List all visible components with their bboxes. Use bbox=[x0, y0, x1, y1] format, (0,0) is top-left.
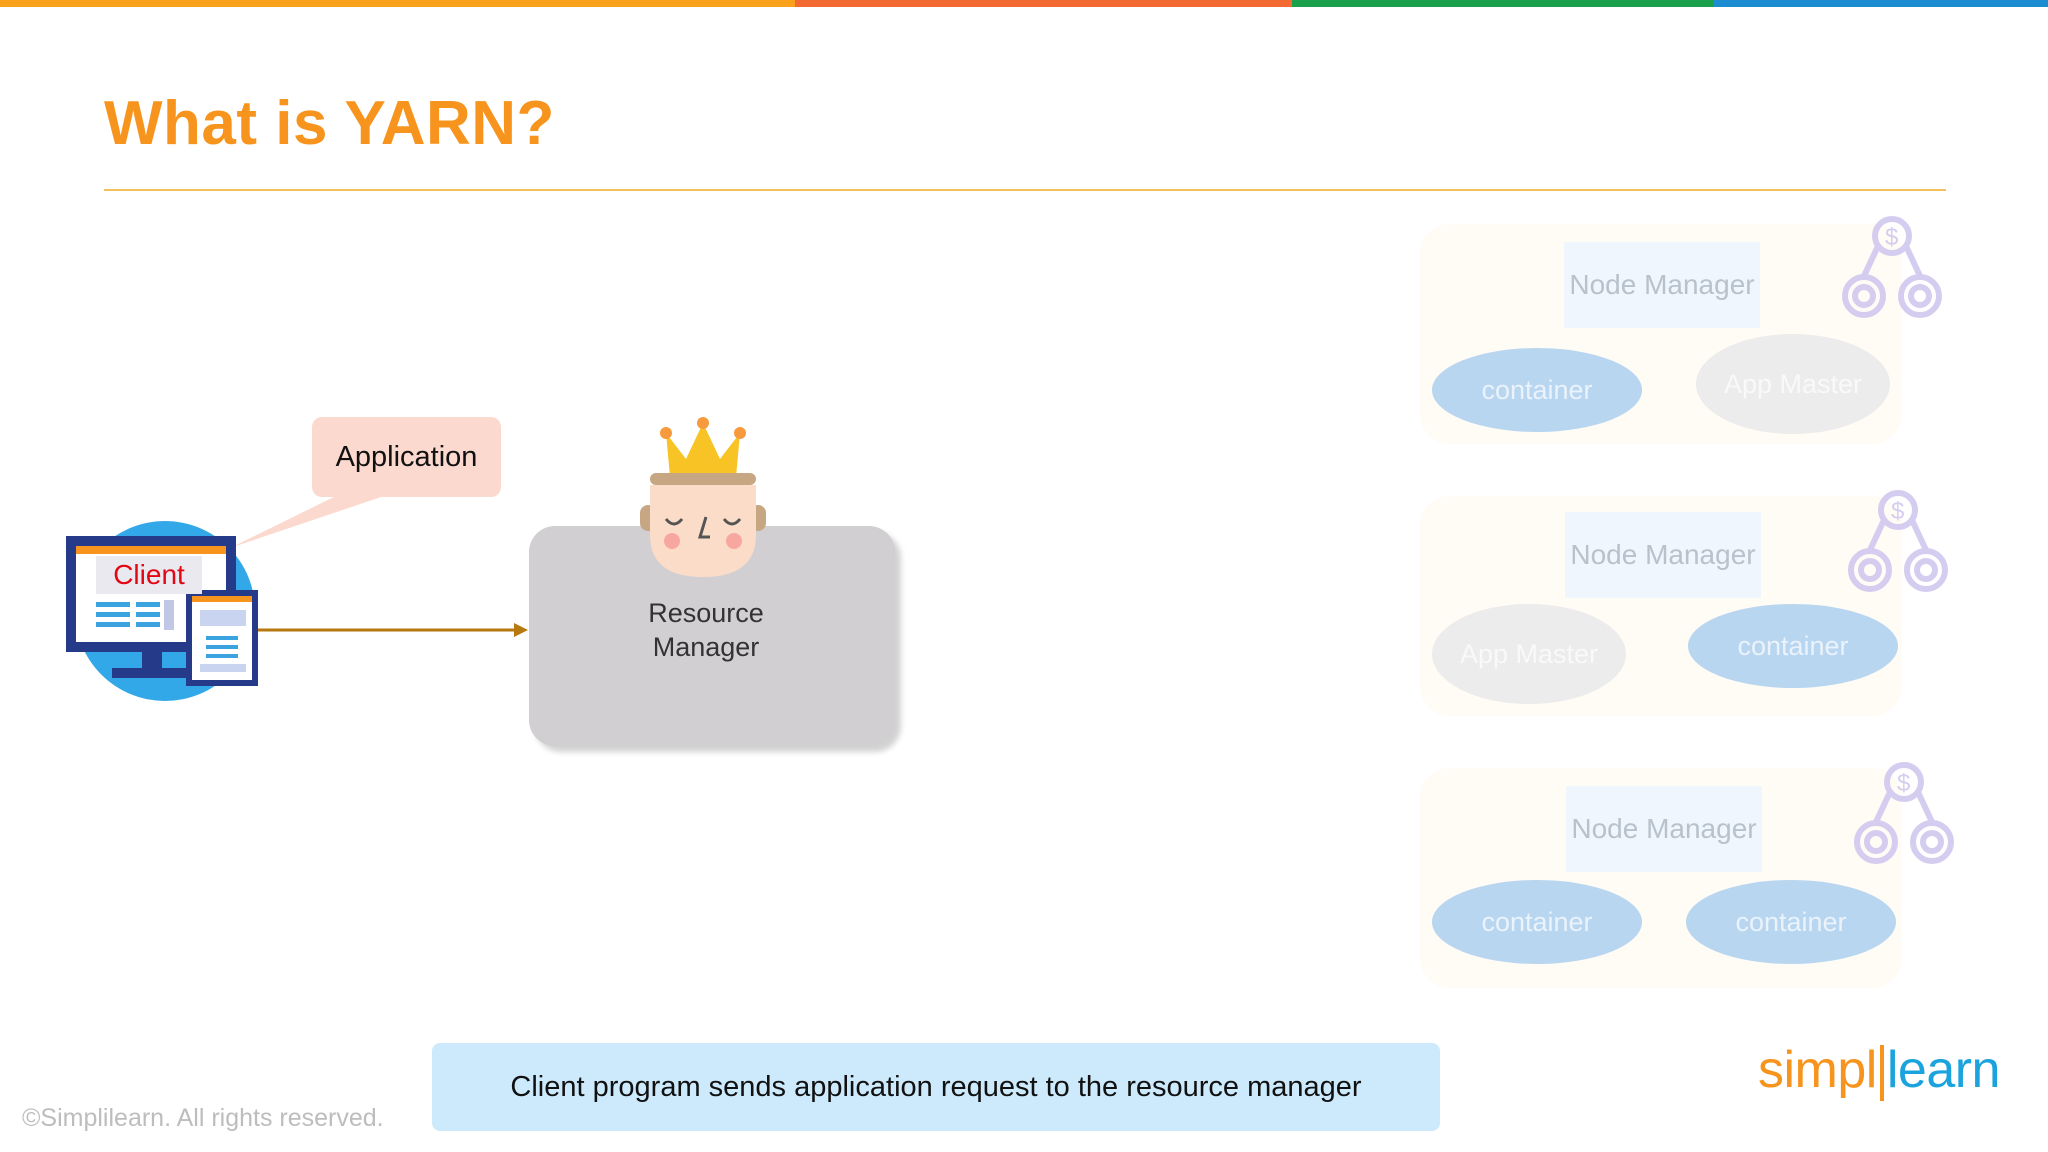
request-arrow bbox=[258, 623, 528, 637]
top-bar-segment-orange bbox=[0, 0, 795, 7]
resource-manager-king-icon bbox=[640, 417, 766, 577]
app-master-2: App Master bbox=[1432, 604, 1626, 704]
caption-text: Client program sends application request… bbox=[510, 1071, 1362, 1103]
handcuffs-dollar-icon-1: $ bbox=[1842, 216, 1942, 318]
app-master-1: App Master bbox=[1696, 334, 1890, 434]
resource-manager-label: Resource Manager bbox=[648, 598, 764, 662]
node-manager-3: Node Manager bbox=[1566, 786, 1762, 872]
svg-text:$: $ bbox=[1897, 770, 1910, 797]
svg-text:$: $ bbox=[1891, 498, 1904, 525]
bubble-tail bbox=[230, 494, 390, 548]
client-computer-icon bbox=[66, 521, 258, 701]
handcuffs-dollar-icon-2: $ bbox=[1848, 490, 1948, 592]
container-1-left: container bbox=[1432, 348, 1642, 432]
top-bar-segment-blue bbox=[1714, 0, 2048, 7]
logo-part-learn: learn bbox=[1886, 1041, 2001, 1099]
caption-box: Client program sends application request… bbox=[432, 1043, 1440, 1131]
slide-title: What is YARN? bbox=[104, 89, 555, 158]
svg-text:$: $ bbox=[1885, 224, 1898, 251]
container-3-left: container bbox=[1432, 880, 1642, 964]
logo-divider bbox=[1879, 1045, 1884, 1101]
title-divider bbox=[104, 189, 1946, 191]
top-bar-segment-red bbox=[795, 0, 1292, 7]
container-3-right: container bbox=[1686, 880, 1896, 964]
copyright-text: ©Simplilearn. All rights reserved. bbox=[22, 1104, 384, 1132]
logo-part-simpl: simpl bbox=[1758, 1041, 1877, 1099]
handcuffs-dollar-icon-3: $ bbox=[1854, 762, 1954, 864]
node-manager-2: Node Manager bbox=[1565, 512, 1761, 598]
top-color-bar bbox=[0, 0, 2048, 7]
top-bar-segment-green bbox=[1292, 0, 1714, 7]
container-2-right: container bbox=[1688, 604, 1898, 688]
node-manager-1: Node Manager bbox=[1564, 242, 1760, 328]
application-bubble: Application bbox=[312, 417, 501, 497]
client-label: Client bbox=[96, 556, 202, 594]
